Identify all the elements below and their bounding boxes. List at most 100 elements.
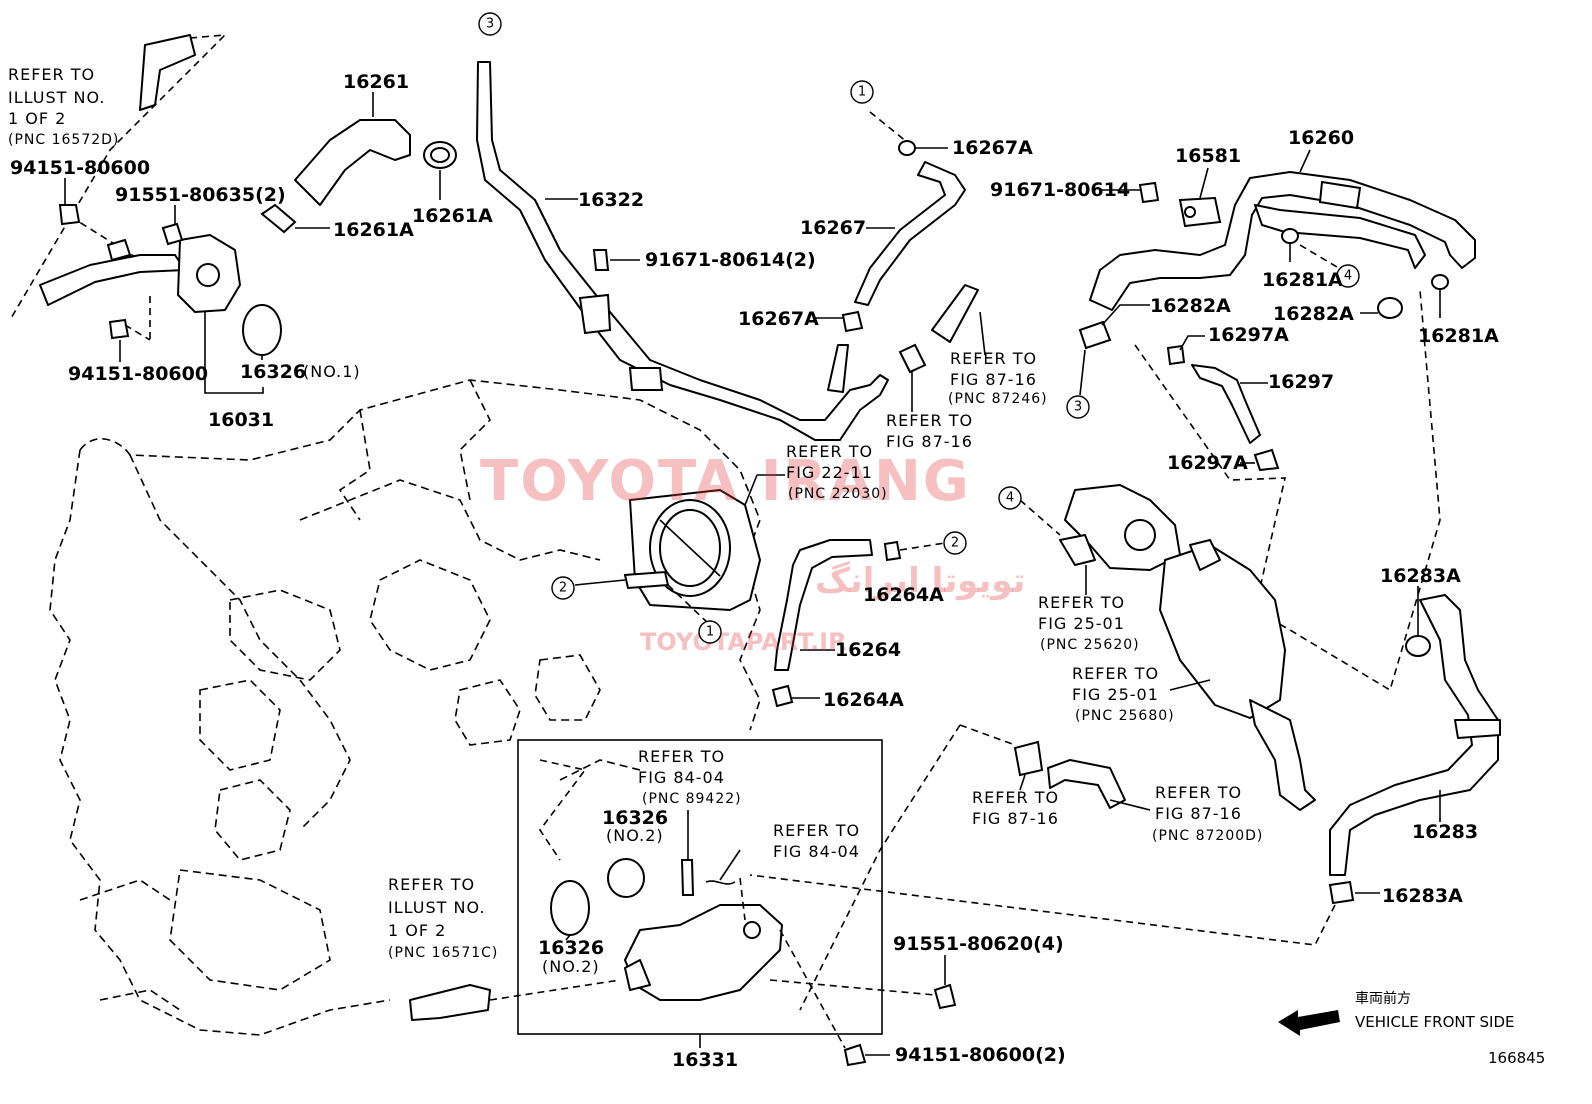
callouts: 3 1 4 3 4 2 2 1 (478, 12, 1360, 644)
ref4-line2: FIG 22-11 (786, 463, 873, 482)
label-16031: 16031 (208, 409, 274, 431)
bolt-91551-80620 (933, 983, 957, 1010)
part-labels: 16261 16261A 16261A 16322 16267A 16267 1… (10, 71, 1499, 1071)
watermark: TOYOTA IRANG TOYOTAPART.IR تويوتا ايرانگ (480, 449, 1025, 656)
clip-16281A-b (1431, 274, 1449, 290)
ref5-line2: FIG 25-01 (1038, 614, 1125, 633)
ref1-line3: 1 OF 2 (8, 109, 66, 128)
clip-16281A-a (1281, 228, 1299, 244)
hose-16260 (1089, 171, 1476, 311)
water-inlet-port (196, 263, 220, 287)
label-16261: 16261 (343, 71, 409, 93)
label-16297: 16297 (1268, 371, 1334, 393)
callout-2-right: 2 (951, 536, 959, 551)
callout-4-egr: 4 (1006, 491, 1014, 506)
label-16264: 16264 (835, 639, 901, 661)
ref10-line3: (PNC 87200D) (1152, 828, 1263, 844)
clip-16264A-a (883, 540, 902, 562)
ref6-line3: (PNC 25680) (1075, 708, 1175, 724)
label-91551-80620: 91551-80620(4) (893, 933, 1064, 955)
label-16297A-a: 16297A (1208, 324, 1289, 346)
label-16326-no1-suffix: (NO.1) (303, 362, 361, 381)
ref11-line2: ILLUST NO. (388, 898, 485, 917)
callout-1-top: 1 (858, 85, 866, 100)
front-label-en: VEHICLE FRONT SIDE (1355, 1013, 1515, 1031)
ref11-line3: 1 OF 2 (388, 921, 446, 940)
ref3-line1: REFER TO (886, 411, 973, 430)
label-16581: 16581 (1175, 145, 1241, 167)
label-16261A-a: 16261A (412, 205, 493, 227)
label-16326-no2-b-suffix: (NO.2) (542, 957, 600, 976)
ref6-line2: FIG 25-01 (1072, 685, 1159, 704)
label-16297A-b: 16297A (1167, 452, 1248, 474)
pipe-bracket-b (628, 367, 664, 391)
front-direction: 車両前方 VEHICLE FRONT SIDE (1278, 990, 1515, 1036)
ref11-line1: REFER TO (388, 875, 475, 894)
bolt-91671-80614 (1138, 181, 1160, 204)
hose-16261 (294, 119, 411, 206)
watermark-title: TOYOTA IRANG (480, 449, 971, 514)
bracket-16581 (1178, 196, 1222, 228)
label-16267A-b: 16267A (738, 308, 819, 330)
label-16282A-b: 16282A (1273, 303, 1354, 325)
hose-16267-group (815, 111, 986, 412)
throttle-bolt (623, 570, 670, 590)
label-16322: 16322 (578, 189, 644, 211)
label-16283: 16283 (1412, 821, 1478, 843)
nut-94151-b (108, 318, 130, 340)
temp-sensor (680, 859, 695, 896)
label-94151-80600-b: 94151-80600 (68, 363, 208, 385)
label-16264A-b: 16264A (823, 689, 904, 711)
bolt-91551-80635 (161, 222, 184, 246)
label-16326-no1: 16326 (240, 361, 306, 383)
ref7-line3: (PNC 89422) (642, 791, 742, 807)
ref7-line2: FIG 84-04 (638, 768, 725, 787)
label-16260: 16260 (1288, 127, 1354, 149)
ref10-line1: REFER TO (1155, 783, 1242, 802)
label-16283A-a: 16283A (1380, 565, 1461, 587)
label-16267: 16267 (800, 217, 866, 239)
label-16281A-b: 16281A (1418, 325, 1499, 347)
label-16281A-a: 16281A (1262, 269, 1343, 291)
ref4-line3: (PNC 22030) (788, 486, 888, 502)
clamp-16261A-b (260, 203, 297, 234)
nut-94151-80600-2 (843, 1043, 867, 1067)
water-bypass-pipe-16322 (476, 61, 889, 441)
label-16261A-b: 16261A (333, 219, 414, 241)
refer-labels: REFER TO ILLUST NO. 1 OF 2 (PNC 16572D) … (8, 65, 1263, 961)
ref10-line2: FIG 87-16 (1155, 804, 1242, 823)
ref1-line2: ILLUST NO. (8, 88, 105, 107)
callout-4-right: 4 (1344, 269, 1352, 284)
ref8-line2: FIG 84-04 (773, 842, 860, 861)
label-91671-80614: 91671-80614 (990, 179, 1130, 201)
upper-right-parts (1078, 149, 1476, 692)
nut-94151-a (58, 204, 81, 226)
clip-16282A-b (1377, 297, 1403, 319)
engine-outline (49, 379, 761, 1036)
ref1-line1: REFER TO (8, 65, 95, 84)
clip-16282A-a (1078, 320, 1112, 350)
gasket-16326-no1 (242, 304, 282, 356)
hose-16283 (1329, 594, 1499, 876)
hose-16297 (1191, 364, 1261, 444)
clip-16267A-a (898, 140, 916, 156)
label-16326-no2-b: 16326 (538, 937, 604, 959)
clip-16297A-a (1166, 344, 1186, 366)
ref6-line1: REFER TO (1072, 664, 1159, 683)
egr-cooler (1159, 544, 1286, 719)
clip-16283A-a (1405, 635, 1431, 657)
diagram-id: 166845 (1488, 1049, 1545, 1067)
inlet-bracket (106, 238, 132, 262)
upper-left-parts (9, 34, 457, 394)
label-94151-80600-a: 94151-80600 (10, 157, 150, 179)
ref2-line1: REFER TO (950, 349, 1037, 368)
label-16326-no2-a-suffix: (NO.2) (606, 826, 664, 845)
ref5-line1: REFER TO (1038, 593, 1125, 612)
label-94151-80600-c: 94151-80600(2) (895, 1044, 1066, 1066)
label-16326-no2-a: 16326 (602, 807, 668, 829)
ref9-line2: FIG 87-16 (972, 809, 1059, 828)
egr-group (749, 484, 1501, 1011)
water-outlet-group (409, 739, 957, 1067)
clamp-16261A-a-inner (430, 147, 450, 163)
